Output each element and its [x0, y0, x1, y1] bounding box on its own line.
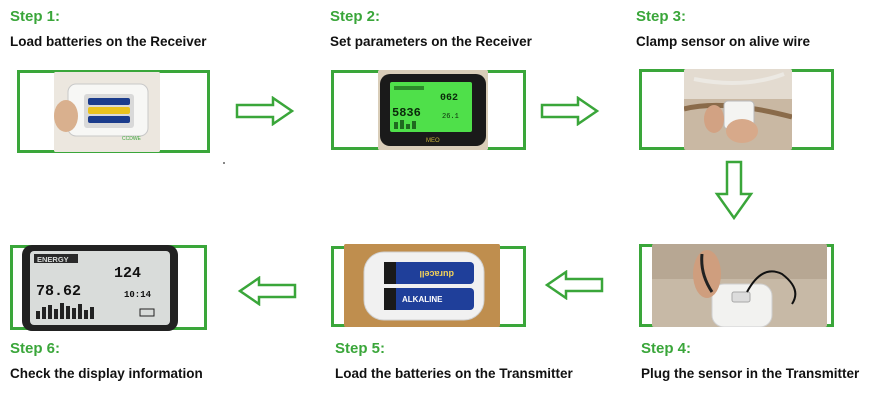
energy-side-value: 10:14: [124, 290, 152, 300]
arrow-left-icon: [544, 270, 604, 300]
step-2-description: Set parameters on the Receiver: [330, 34, 532, 49]
receiver-side-value: 26.1: [442, 113, 459, 121]
step-6-description: Check the display information: [10, 366, 203, 381]
step-5-title: Step 5:: [335, 340, 386, 357]
step-6-title: Step 6:: [10, 340, 61, 357]
receiver-top-value: 062: [440, 93, 458, 104]
step-3-description: Clamp sensor on alive wire: [636, 34, 811, 49]
svg-text:CCDWE: CCDWE: [122, 136, 142, 142]
arrow-down-icon: [714, 160, 754, 222]
step-4-photo: [652, 244, 827, 327]
svg-text:duracell: duracell: [419, 269, 454, 279]
step-1-title: Step 1:: [10, 8, 61, 25]
receiver-brand: MEO: [426, 138, 440, 144]
arrow-right-icon: [235, 96, 295, 126]
step-3-title: Step 3:: [636, 8, 687, 25]
step-4-title: Step 4:: [641, 340, 692, 357]
receiver-main-value: 5836: [392, 106, 421, 120]
step-2-title: Step 2:: [330, 8, 381, 25]
separator-dot: [223, 162, 225, 164]
arrow-right-icon: [540, 96, 600, 126]
battery-label: ALKALINE: [402, 295, 443, 304]
step-1-description: Load batteries on the Receiver: [10, 34, 207, 49]
step-6-photo: ENERGY 124 78.62 10:14: [20, 243, 180, 333]
step-2-photo: 062 5836 26.1 MEO: [378, 70, 488, 150]
step-5-photo: duracell ALKALINE: [344, 244, 500, 327]
energy-main-value: 78.62: [36, 283, 81, 300]
step-4-description: Plug the sensor in the Transmitter: [641, 366, 860, 381]
step-5-description: Load the batteries on the Transmitter: [335, 366, 573, 381]
energy-top-value: 124: [114, 265, 141, 282]
step-3-photo: [684, 69, 792, 150]
arrow-left-icon: [237, 276, 297, 306]
energy-header: ENERGY: [37, 255, 69, 264]
step-1-photo: CCDWE: [54, 72, 160, 152]
